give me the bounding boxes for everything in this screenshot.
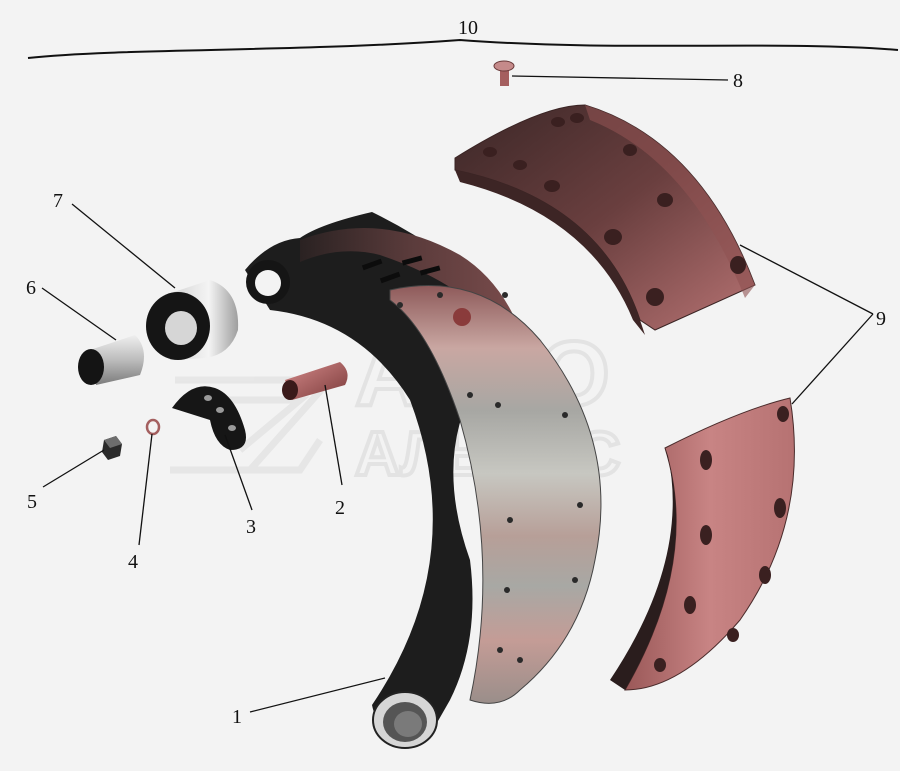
part-5-nut xyxy=(102,436,122,460)
leader-7 xyxy=(71,203,176,289)
part-1-brake-shoe xyxy=(245,212,602,749)
leader-3 xyxy=(224,434,253,511)
part-3-lever xyxy=(172,386,246,450)
shoe-slots xyxy=(361,255,441,284)
callout-4: 4 xyxy=(128,551,138,573)
leader-1 xyxy=(249,677,386,713)
part-9-lining-lower xyxy=(610,397,795,691)
callout-6: 6 xyxy=(26,277,36,299)
leader-5 xyxy=(42,449,105,488)
lining-lower-holes xyxy=(654,406,789,672)
lining-upper-holes xyxy=(483,113,746,306)
part-9-lining-upper xyxy=(454,104,756,335)
callout-9: 9 xyxy=(876,308,886,330)
part-4-ring xyxy=(145,418,161,436)
shoe-face-holes xyxy=(397,292,583,663)
callout-numbers: 1 2 3 4 5 6 7 8 9 10 xyxy=(26,17,886,728)
leader-6 xyxy=(41,287,117,341)
callout-2: 2 xyxy=(335,497,345,519)
callout-3: 3 xyxy=(246,516,256,538)
shoe-upper-eye xyxy=(246,260,290,304)
leader-4 xyxy=(138,433,153,546)
callout-10: 10 xyxy=(458,17,478,39)
assembly-line-10 xyxy=(27,38,899,59)
part-8-rivet xyxy=(493,60,515,86)
part-6-pin xyxy=(78,335,144,385)
part-2-pin xyxy=(282,362,348,400)
callout-1: 1 xyxy=(232,706,242,728)
leader-9b xyxy=(791,313,874,405)
callout-8: 8 xyxy=(733,70,743,92)
leader-2 xyxy=(324,384,343,486)
leader-lines xyxy=(41,75,874,713)
leader-8 xyxy=(511,75,729,81)
leader-9a xyxy=(739,244,874,315)
callout-7: 7 xyxy=(53,190,63,212)
callout-5: 5 xyxy=(27,491,37,513)
shoe-lower-bushing xyxy=(372,691,438,749)
part-7-bushing xyxy=(146,280,239,360)
